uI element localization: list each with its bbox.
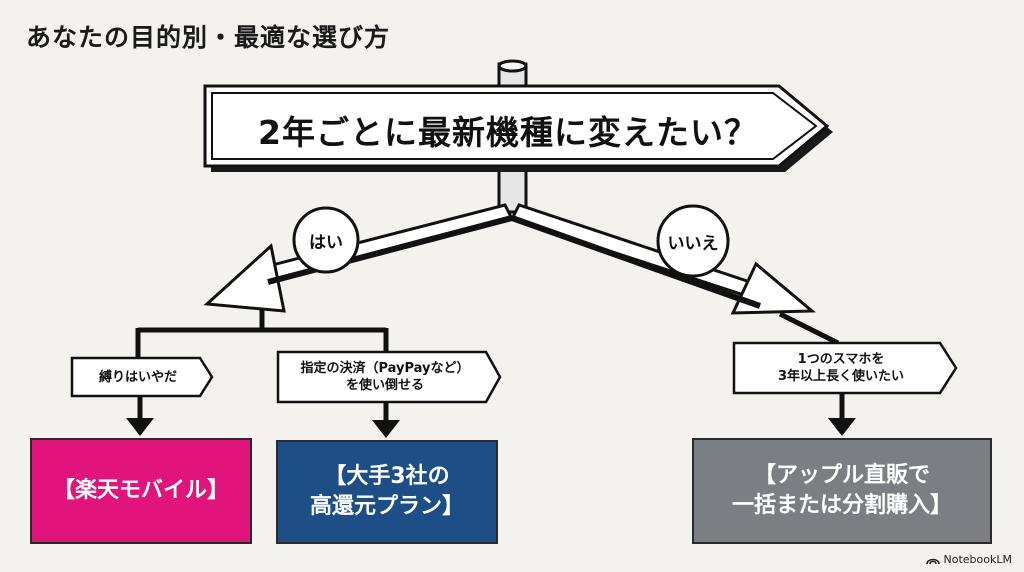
condition-long-use-line1: 1つのスマホを <box>797 352 885 367</box>
condition-sign-payment <box>276 350 502 404</box>
condition-payment-line1: 指定の決済（PayPayなど） <box>300 361 470 376</box>
notebooklm-branding: NotebookLM <box>925 553 1012 566</box>
condition-sign-long-use <box>732 341 958 395</box>
result-rakuten-text: 【楽天モバイル】 <box>52 478 229 503</box>
condition-long-use: 1つのスマホを 3年以上長く使いたい <box>736 343 946 393</box>
result-rakuten: 【楽天モバイル】 <box>30 438 252 544</box>
result-big3-line1: 【大手3社の <box>324 464 450 489</box>
result-apple-line2: 一括または分割購入】 <box>731 493 952 518</box>
question-sign <box>203 84 830 168</box>
condition-payment-line2: を使い倒せる <box>345 378 424 393</box>
condition-long-use-line2: 3年以上長く使いたい <box>777 369 905 384</box>
condition-no-contract-text: 縛りはいやだ <box>98 369 177 385</box>
yes-split-connector <box>135 309 389 358</box>
no-label: いいえ <box>667 233 719 254</box>
signpost-cap <box>497 59 528 73</box>
arrow-to-big3 <box>372 402 400 438</box>
result-apple-line1: 【アップル直販で <box>753 463 930 488</box>
yes-branch-arrow <box>203 203 515 313</box>
arrow-to-rakuten <box>126 396 154 436</box>
notebooklm-logo-icon <box>925 558 940 564</box>
yes-bubble <box>292 206 360 274</box>
result-apple: 【アップル直販で 一括または分割購入】 <box>692 438 992 544</box>
result-big3-line2: 高還元プラン】 <box>309 494 464 519</box>
notebooklm-text: NotebookLM <box>943 553 1012 566</box>
arrow-to-apple <box>828 393 856 436</box>
no-bubble <box>656 204 730 278</box>
condition-no-contract: 縛りはいやだ <box>74 358 202 396</box>
result-big3: 【大手3社の 高還元プラン】 <box>276 440 498 544</box>
page-title: あなたの目的別・最適な選び方 <box>26 23 391 52</box>
condition-sign-no-contract <box>70 356 214 398</box>
question-text: 2年ごとに最新機種に変えたい？ <box>258 113 758 152</box>
condition-payment: 指定の決済（PayPayなど） を使い倒せる <box>280 352 490 402</box>
yes-label: はい <box>309 232 343 253</box>
